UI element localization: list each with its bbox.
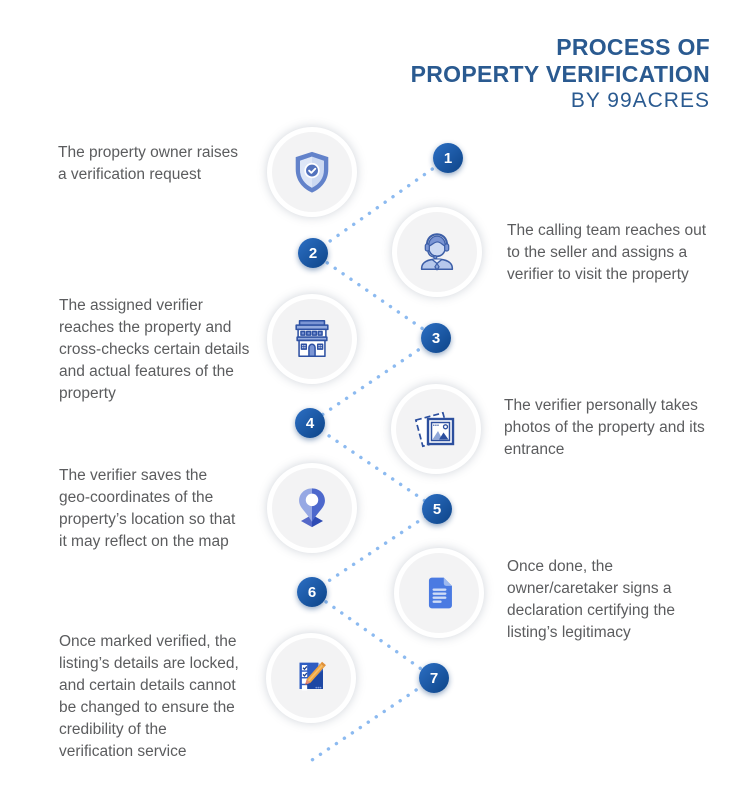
step-5-number-badge: 5 [422, 494, 452, 524]
title: PROCESS OF PROPERTY VERIFICATION BY 99AC… [411, 34, 710, 114]
step-7-number-badge: 7 [419, 663, 449, 693]
support-agent-icon [420, 233, 454, 271]
step-7-icon-circle [266, 633, 356, 723]
step-1-icon-circle [267, 127, 357, 217]
title-line-2: PROPERTY VERIFICATION [410, 61, 710, 87]
map-pin-icon [299, 488, 325, 528]
step-6-icon-circle [394, 548, 484, 638]
step-2-number-badge: 2 [298, 238, 328, 268]
step-1-number-badge: 1 [433, 143, 463, 173]
step-3-icon-circle [267, 294, 357, 384]
step-2-icon-circle [392, 207, 482, 297]
step-4-icon-circle [391, 384, 481, 474]
step-3-number-badge: 3 [421, 323, 451, 353]
document-icon [428, 577, 452, 609]
photos-icon [414, 411, 455, 448]
title-byline: BY 99ACRES [570, 89, 710, 112]
checklist-pencil-icon [299, 661, 326, 691]
building-icon [295, 320, 329, 358]
step-4-number-badge: 4 [295, 408, 325, 438]
title-line-1: PROCESS OF [556, 34, 710, 60]
shield-check-icon [295, 151, 329, 193]
step-5-icon-circle [267, 463, 357, 553]
step-6-number-badge: 6 [297, 577, 327, 607]
